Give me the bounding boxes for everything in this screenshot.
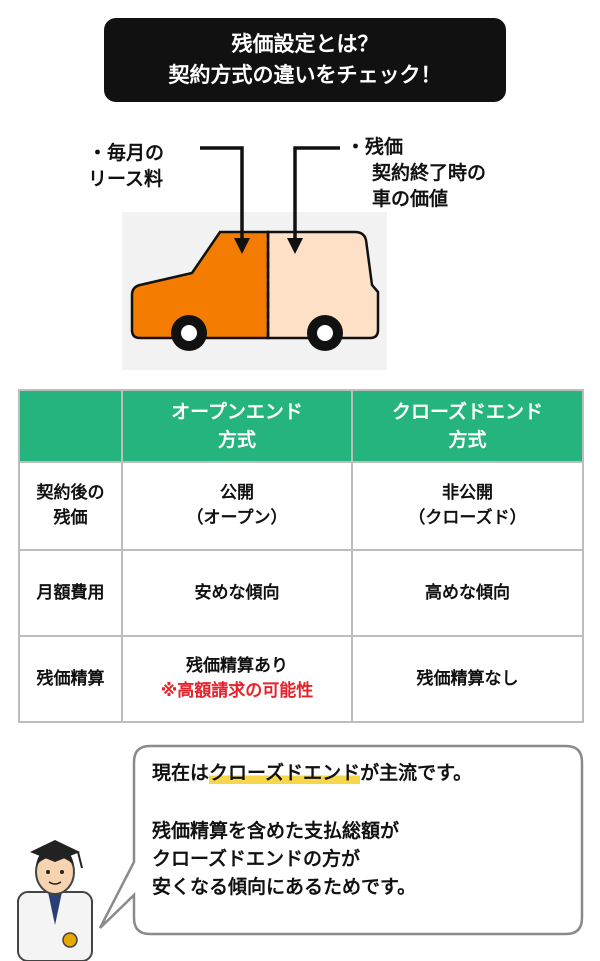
cell-closed-residual: 非公開（クローズド）: [351, 461, 584, 551]
header-closed-end: クローズドエンド方式: [351, 389, 584, 463]
table-row: 月額費用 安めな傾向 高めな傾向: [18, 549, 584, 637]
title-line-1: 残価設定とは？: [231, 32, 379, 56]
residual-arrow: [293, 146, 340, 245]
table-row: 残価精算 残価精算あり ※高額請求の可能性 残価精算なし: [18, 635, 584, 723]
car-residual-part: [266, 230, 380, 340]
bubble-line-1: 現在はクローズドエンドが主流です。: [152, 762, 473, 784]
cell-open-monthly: 安めな傾向: [121, 549, 353, 637]
car-monthly-part: [130, 230, 270, 340]
bubble-line-3: クローズドエンドの方が: [152, 848, 361, 870]
header-open-end: オープンエンド方式: [121, 389, 353, 463]
table-header-row: オープンエンド方式 クローズドエンド方式: [18, 389, 584, 463]
header-empty-cell: [18, 389, 123, 463]
comparison-table: オープンエンド方式 クローズドエンド方式 契約後の残価 公開（オープン） 非公開…: [18, 389, 584, 723]
bubble-line-4: 安くなる傾向にあるためです。: [152, 876, 417, 898]
cell-closed-settlement: 残価精算なし: [351, 635, 584, 723]
cell-open-settlement: 残価精算あり ※高額請求の可能性: [121, 635, 353, 723]
row-label-monthly: 月額費用: [18, 549, 123, 637]
row-label-residual: 契約後の残価: [18, 461, 123, 551]
title-line-2: 契約方式の違いをチェック！: [168, 63, 442, 87]
row-label-settlement: 残価精算: [18, 635, 123, 723]
monthly-fee-label: ・毎月の リース料: [88, 142, 165, 190]
title-banner: 残価設定とは？ 契約方式の違いをチェック！: [104, 18, 506, 102]
bubble-line-2: 残価精算を含めた支払総額が: [152, 820, 400, 842]
speech-bubble: [98, 744, 584, 936]
car-diagram: [122, 146, 387, 370]
monthly-arrow: [200, 146, 244, 245]
highlighted-closed-end: クローズドエンド: [209, 762, 361, 784]
cell-closed-monthly: 高めな傾向: [351, 549, 584, 637]
residual-value-label: ・残価 契約終了時の 車の価値: [346, 136, 487, 210]
cell-open-residual: 公開（オープン）: [121, 461, 353, 551]
high-charge-note: ※高額請求の可能性: [160, 681, 314, 701]
table-row: 契約後の残価 公開（オープン） 非公開（クローズド）: [18, 461, 584, 551]
teacher-avatar: [17, 840, 93, 961]
